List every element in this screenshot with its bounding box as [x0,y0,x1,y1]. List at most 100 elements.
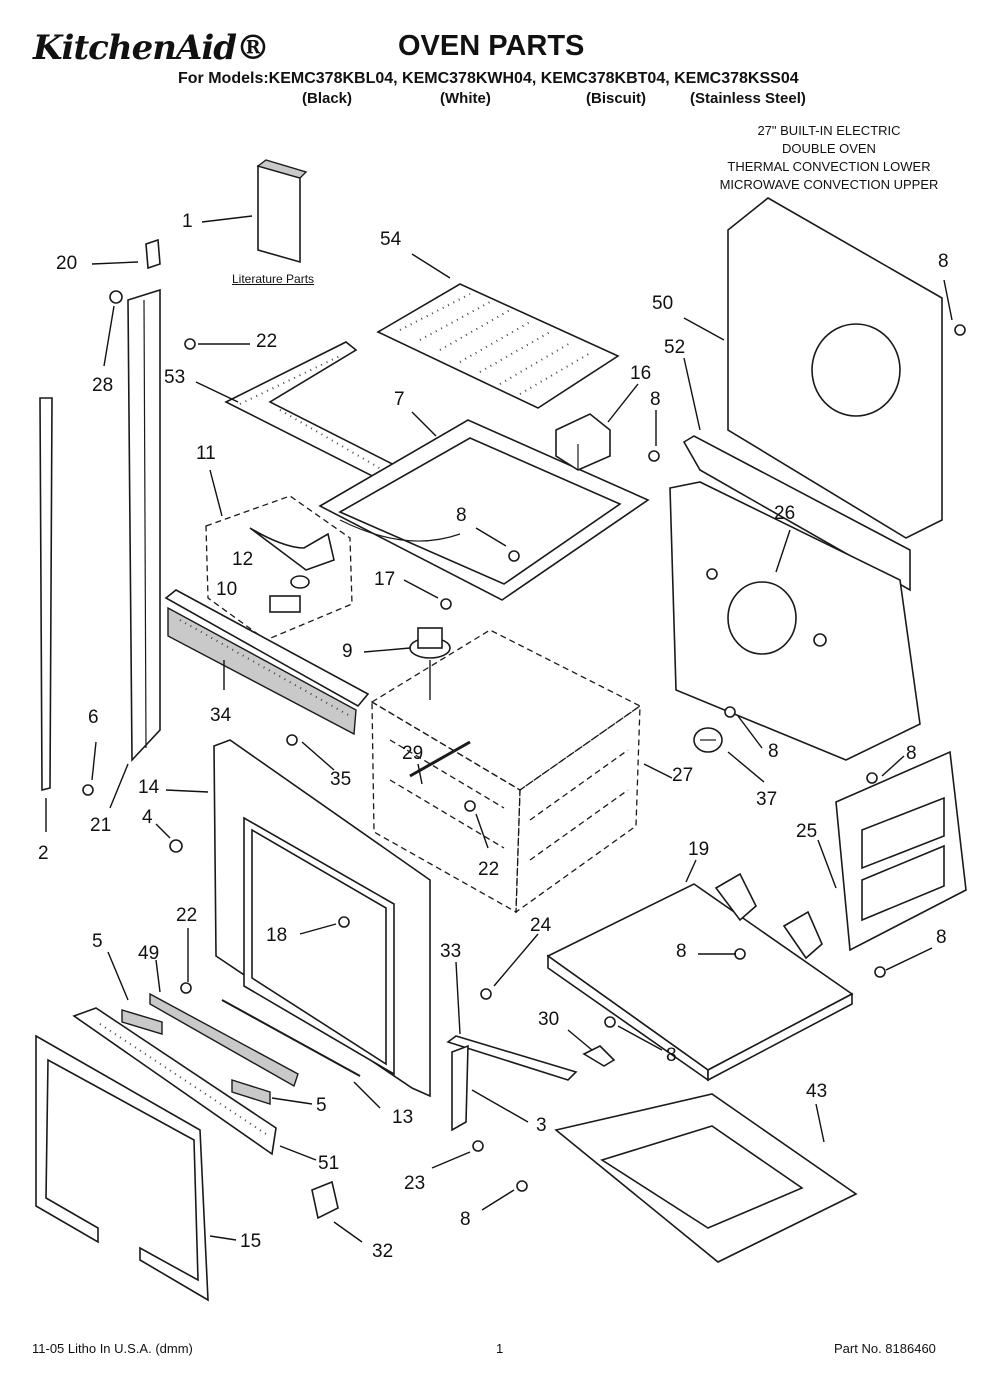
callout-24: 24 [530,915,552,936]
page-number: 1 [496,1341,504,1356]
bottom-tray [554,1093,858,1263]
callout-20: 20 [56,253,78,274]
callout-14: 14 [138,777,160,798]
variant-white: (White) [440,90,491,107]
callout-21: 21 [90,815,112,836]
print-info: 11-05 Litho In U.S.A. (dmm) [32,1341,193,1356]
callout-8: 8 [936,927,947,948]
note-line: 27" BUILT-IN ELECTRIC [757,123,901,138]
oven-description: 27" BUILT-IN ELECTRIC DOUBLE OVEN THERMA… [690,122,968,194]
callout-3: 3 [536,1115,547,1136]
callout-8: 8 [676,941,687,962]
callout-2: 2 [38,843,49,864]
rod-29 [409,740,471,778]
pad-49 [149,992,299,1088]
harness [249,527,335,571]
callout-34: 34 [210,705,232,726]
callout-5: 5 [316,1095,327,1116]
callout-19: 19 [688,839,710,860]
callout-54: 54 [380,229,402,250]
relay-part [555,413,611,471]
callout-10: 10 [216,579,238,600]
connector-9 [409,627,451,700]
callout-13: 13 [392,1107,414,1128]
callout-22: 22 [256,331,278,352]
thermostat-37 [693,727,723,753]
tag-part [145,238,161,270]
callout-22: 22 [478,859,500,880]
front-frame [213,739,431,1098]
wiring-group [205,495,353,641]
callout-52: 52 [664,337,686,358]
variant-biscuit: (Biscuit) [586,90,646,107]
callout-8: 8 [768,741,779,762]
upper-tray [318,419,650,601]
trim-strip [39,397,53,792]
variant-stainless: (Stainless Steel) [690,90,806,107]
callout-15: 15 [240,1231,262,1252]
callout-12: 12 [232,549,254,570]
screw-28 [109,290,123,304]
callout-23: 23 [404,1173,426,1194]
callout-37: 37 [756,789,778,810]
callout-8: 8 [460,1209,471,1230]
door-trim [72,1007,277,1156]
callout-25: 25 [796,821,818,842]
rear-panel [727,197,943,539]
callout-1: 1 [182,211,193,232]
callout-6: 6 [88,707,99,728]
pad-5b [231,1079,271,1105]
callout-32: 32 [372,1241,394,1262]
callout-27: 27 [672,765,694,786]
callout-49: 49 [138,943,160,964]
brand-logo: KitchenAid® [33,28,270,68]
callout-5: 5 [92,931,103,952]
callout-43: 43 [806,1081,828,1102]
callout-11: 11 [196,443,216,464]
vent-panel [835,750,967,952]
page-title: OVEN PARTS [398,30,585,62]
note-line: MICROWAVE CONVECTION UPPER [719,177,939,192]
callout-8: 8 [666,1045,677,1066]
callout-7: 7 [394,389,405,410]
callout-16: 16 [630,363,652,384]
label-10 [269,595,301,613]
callout-30: 30 [538,1009,560,1030]
callout-8: 8 [938,251,949,272]
clip-30 [582,1045,616,1067]
oven-cavity [370,629,642,914]
callout-8: 8 [906,743,917,764]
clip-32 [311,1180,339,1220]
literature-booklet [256,159,308,264]
variant-black: (Black) [302,90,353,107]
callout-17: 17 [374,569,396,590]
top-cover [546,872,854,1082]
callout-8: 8 [456,505,467,526]
seal-13 [221,999,361,1077]
callout-50: 50 [652,293,674,314]
leader-lines [45,215,953,1243]
control-panel [164,589,370,736]
part-number: Part No. 8186460 [834,1341,936,1356]
callout-51: 51 [318,1153,340,1174]
callout-9: 9 [342,641,353,662]
callout-28: 28 [92,375,114,396]
filter-panel [376,283,620,409]
back-panel [669,481,921,761]
strip-33 [446,1035,578,1081]
callout-29: 29 [402,743,424,764]
callout-33: 33 [440,941,462,962]
side-trim [127,288,161,763]
callout-22: 22 [176,905,198,926]
callout-4: 4 [142,807,153,828]
pad-5a [121,1009,163,1035]
note-line: THERMAL CONVECTION LOWER [727,159,931,174]
model-list: For Models:KEMC378KBL04, KEMC378KWH04, K… [178,70,799,87]
note-line: DOUBLE OVEN [782,141,876,156]
callout-35: 35 [330,769,352,790]
sensor-12 [290,575,310,589]
literature-parts-label: Literature Parts [232,272,315,286]
door-gasket [35,1034,209,1302]
callout-8: 8 [650,389,661,410]
